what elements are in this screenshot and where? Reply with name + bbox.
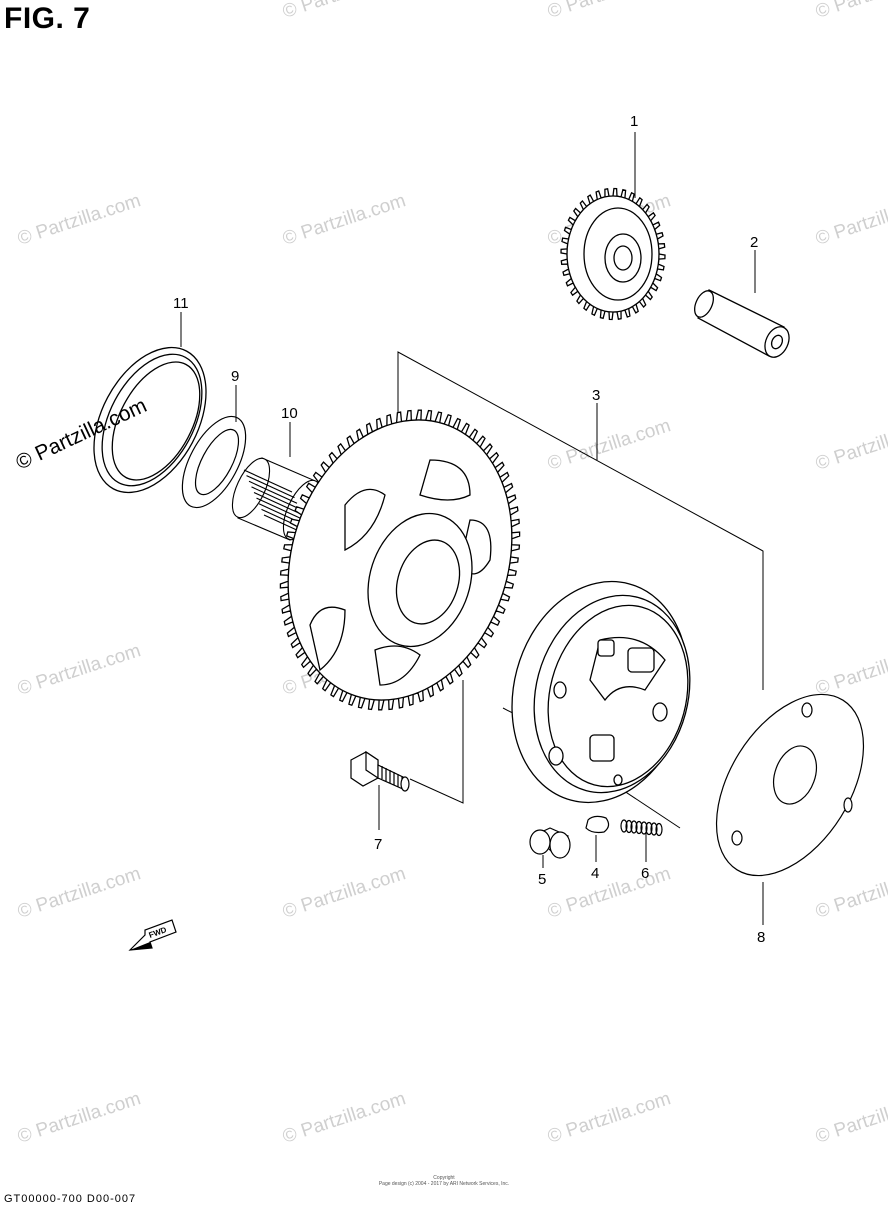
callout-11: 11 <box>173 295 189 312</box>
watermark-text: © Partzilla.com <box>545 1088 673 1148</box>
callout-5: 5 <box>538 871 546 888</box>
callout-6: 6 <box>641 865 649 882</box>
watermark-text: © Partzilla.com <box>545 0 673 23</box>
callout-1: 1 <box>630 113 638 130</box>
watermark-text: © Partzilla.com <box>15 1088 143 1148</box>
footer-copyright: Copyright Page design (c) 2004 - 2017 by… <box>0 1175 888 1187</box>
watermark-text: © Partzilla.com <box>280 190 408 250</box>
watermark-text: © Partzilla.com <box>813 190 888 250</box>
part-6-spring <box>620 819 663 837</box>
watermark-text: © Partzilla.com <box>15 640 143 700</box>
leader-lines <box>180 132 764 925</box>
callout-7: 7 <box>374 836 382 853</box>
callout-3: 3 <box>592 387 600 404</box>
part-11-ring <box>93 346 207 494</box>
part-2-shaft <box>693 289 790 358</box>
watermark-text: © Partzilla.com <box>280 0 408 23</box>
footer-line-1: Copyright <box>433 1175 455 1181</box>
watermark-text: © Partzilla.com <box>15 863 143 923</box>
part-4-pin <box>585 815 610 834</box>
watermark-text: © Partzilla.com <box>15 190 143 250</box>
callout-8: 8 <box>757 929 765 946</box>
fwd-arrow: FWD <box>128 919 177 951</box>
watermark-text: © Partzilla.com <box>545 415 673 475</box>
part-3-large-gear <box>279 409 521 711</box>
watermark-text: © Partzilla.com <box>813 415 888 475</box>
part-9-washer <box>181 415 247 509</box>
watermark-prominent: © Partzilla.com <box>12 394 150 475</box>
part-5-roller <box>529 827 571 859</box>
watermark-text: © Partzilla.com <box>280 863 408 923</box>
callout-10: 10 <box>281 405 298 422</box>
watermark-text: © Partzilla.com <box>545 863 673 923</box>
part-1-gear <box>560 187 666 321</box>
part-7-bolt <box>350 750 410 792</box>
watermark-text: © Partzilla.com <box>813 1088 888 1148</box>
footer-code: GT00000-700 D00-007 <box>4 1193 137 1205</box>
watermark-text: © Partzilla.com <box>280 1088 408 1148</box>
watermark-text: © Partzilla.com <box>813 640 888 700</box>
callout-4: 4 <box>591 865 599 882</box>
callout-numbers: 1 2 3 4 5 6 7 8 9 10 11 <box>173 113 765 946</box>
callout-2: 2 <box>750 234 758 251</box>
figure-title: FIG. 7 <box>4 2 91 35</box>
callout-9: 9 <box>231 368 239 385</box>
watermark-text: © Partzilla.com <box>813 0 888 23</box>
part-8-plate <box>715 693 865 877</box>
starter-clutch-housing <box>511 580 691 804</box>
footer-line-2: Page design (c) 2004 - 2017 by ARI Netwo… <box>378 1181 510 1187</box>
watermark-text: © Partzilla.com <box>813 863 888 923</box>
